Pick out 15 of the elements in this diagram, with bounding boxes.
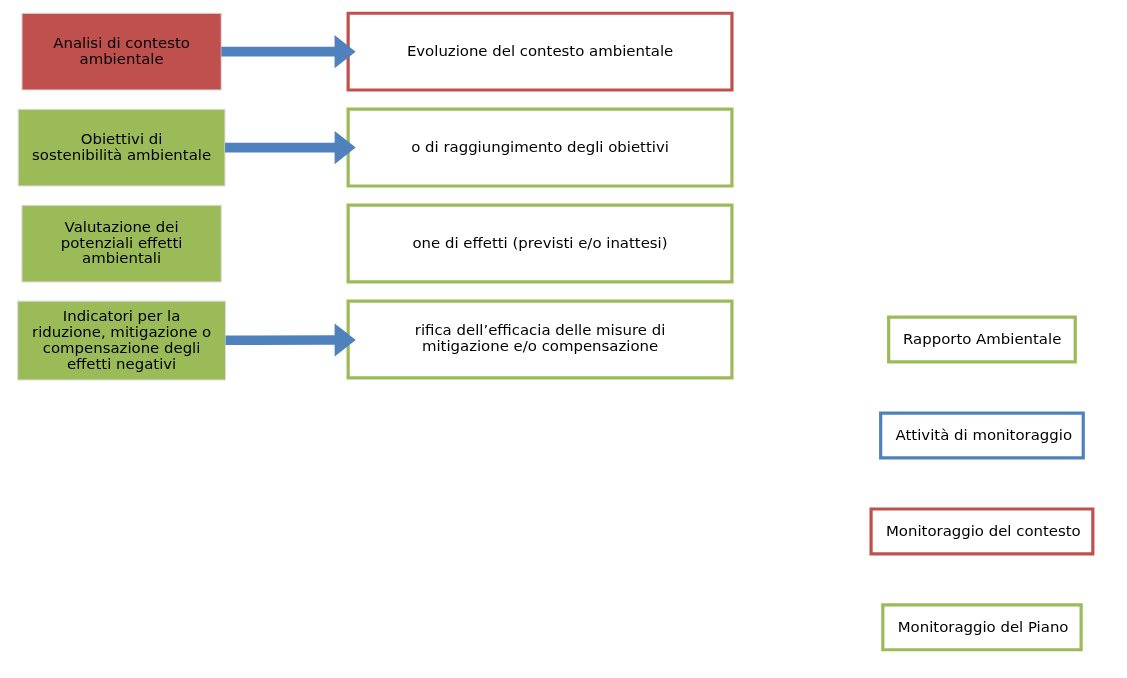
legend-label: Monitoraggio del contesto <box>886 521 1081 540</box>
legend-label: Attività di monitoraggio <box>895 425 1073 444</box>
node-box: Valutazione dei potenziali effetti ambientali <box>21 204 222 282</box>
arrow <box>225 130 356 164</box>
node-box: one di effetti (previsti e/o inattesi) <box>346 203 734 284</box>
node-box: Evoluzione del contesto ambientale <box>346 11 734 92</box>
node-box: Obiettivi di sostenibilità ambientale <box>17 108 226 186</box>
legend-label: Monitoraggio del Piano <box>897 617 1069 636</box>
node-box: Indicatori per la riduzione, mitigazione o compensazione degli effetti negativi <box>17 300 227 381</box>
legend-label: Rapporto Ambientale <box>903 329 1062 348</box>
node-box: o di raggiungimento degli obiettivi <box>346 107 734 188</box>
arrow <box>221 34 356 68</box>
node-box: Analisi di contesto ambientale <box>21 12 222 91</box>
node-box: rifica dell’efficacia delle misure di mitigazione e/o compensazione <box>346 299 734 379</box>
arrow <box>225 322 356 357</box>
